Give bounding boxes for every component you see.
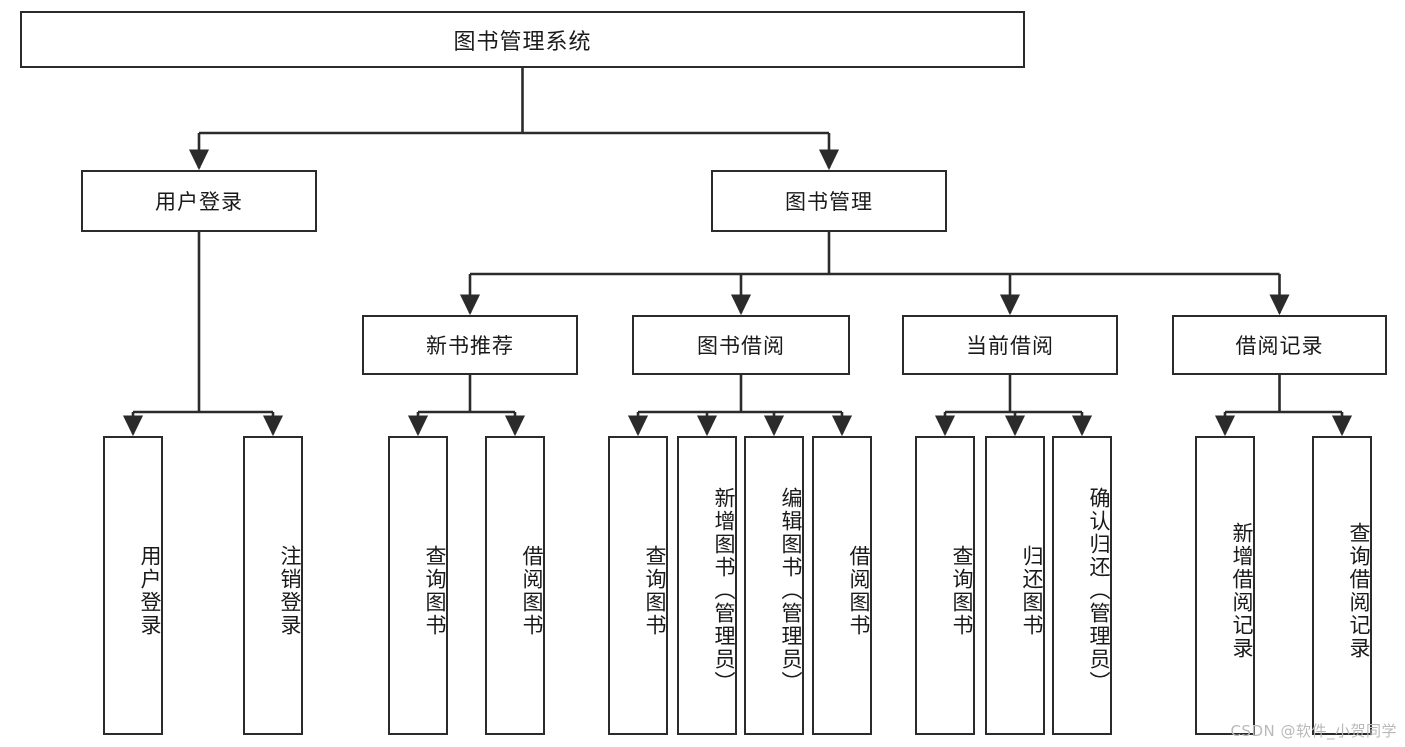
node-label: 借阅图书 <box>847 544 871 637</box>
node-leaf8[interactable]: 借阅图书 <box>812 436 872 735</box>
edge-group <box>122 68 1353 437</box>
node-label: 新增图书（管理员） <box>712 487 736 694</box>
node-label: 图书借阅 <box>697 334 785 358</box>
node-leaf10[interactable]: 归还图书 <box>985 436 1045 735</box>
node-newbook[interactable]: 新书推荐 <box>362 315 578 375</box>
node-label: 图书管理 <box>785 190 873 214</box>
node-login[interactable]: 用户登录 <box>81 170 317 232</box>
node-leaf6[interactable]: 新增图书（管理员） <box>677 436 737 735</box>
node-leaf11[interactable]: 确认归还（管理员） <box>1052 436 1112 735</box>
node-label: 编辑图书（管理员） <box>779 487 803 694</box>
node-label: 查询借阅记录 <box>1347 521 1371 660</box>
node-borrow[interactable]: 图书借阅 <box>632 315 850 375</box>
node-label: 用户登录 <box>155 190 243 214</box>
node-label: 图书管理系统 <box>453 29 592 55</box>
node-label: 归还图书 <box>1020 544 1044 637</box>
node-label: 当前借阅 <box>966 334 1054 358</box>
node-root[interactable]: 图书管理系统 <box>20 11 1025 68</box>
node-leaf3[interactable]: 查询图书 <box>388 436 448 735</box>
watermark-label: CSDN @软件_小贺同学 <box>1230 722 1397 740</box>
node-leaf2[interactable]: 注销登录 <box>243 436 303 735</box>
node-label: 查询图书 <box>643 544 667 637</box>
node-label: 新增借阅记录 <box>1230 521 1254 660</box>
node-leaf1[interactable]: 用户登录 <box>103 436 163 735</box>
node-label: 借阅记录 <box>1235 334 1324 358</box>
node-label: 查询图书 <box>950 544 974 637</box>
node-leaf13[interactable]: 查询借阅记录 <box>1312 436 1372 735</box>
node-label: 用户登录 <box>138 544 162 637</box>
node-record[interactable]: 借阅记录 <box>1172 315 1387 375</box>
node-label: 新书推荐 <box>426 334 514 358</box>
node-leaf4[interactable]: 借阅图书 <box>485 436 545 735</box>
node-leaf5[interactable]: 查询图书 <box>608 436 668 735</box>
node-leaf9[interactable]: 查询图书 <box>915 436 975 735</box>
node-label: 查询图书 <box>423 544 447 637</box>
node-leaf7[interactable]: 编辑图书（管理员） <box>744 436 804 735</box>
node-label: 借阅图书 <box>520 544 544 637</box>
node-bookmgmt[interactable]: 图书管理 <box>711 170 947 232</box>
node-label: 确认归还（管理员） <box>1087 487 1111 694</box>
node-current[interactable]: 当前借阅 <box>902 315 1118 375</box>
node-label: 注销登录 <box>278 544 302 637</box>
node-leaf12[interactable]: 新增借阅记录 <box>1195 436 1255 735</box>
